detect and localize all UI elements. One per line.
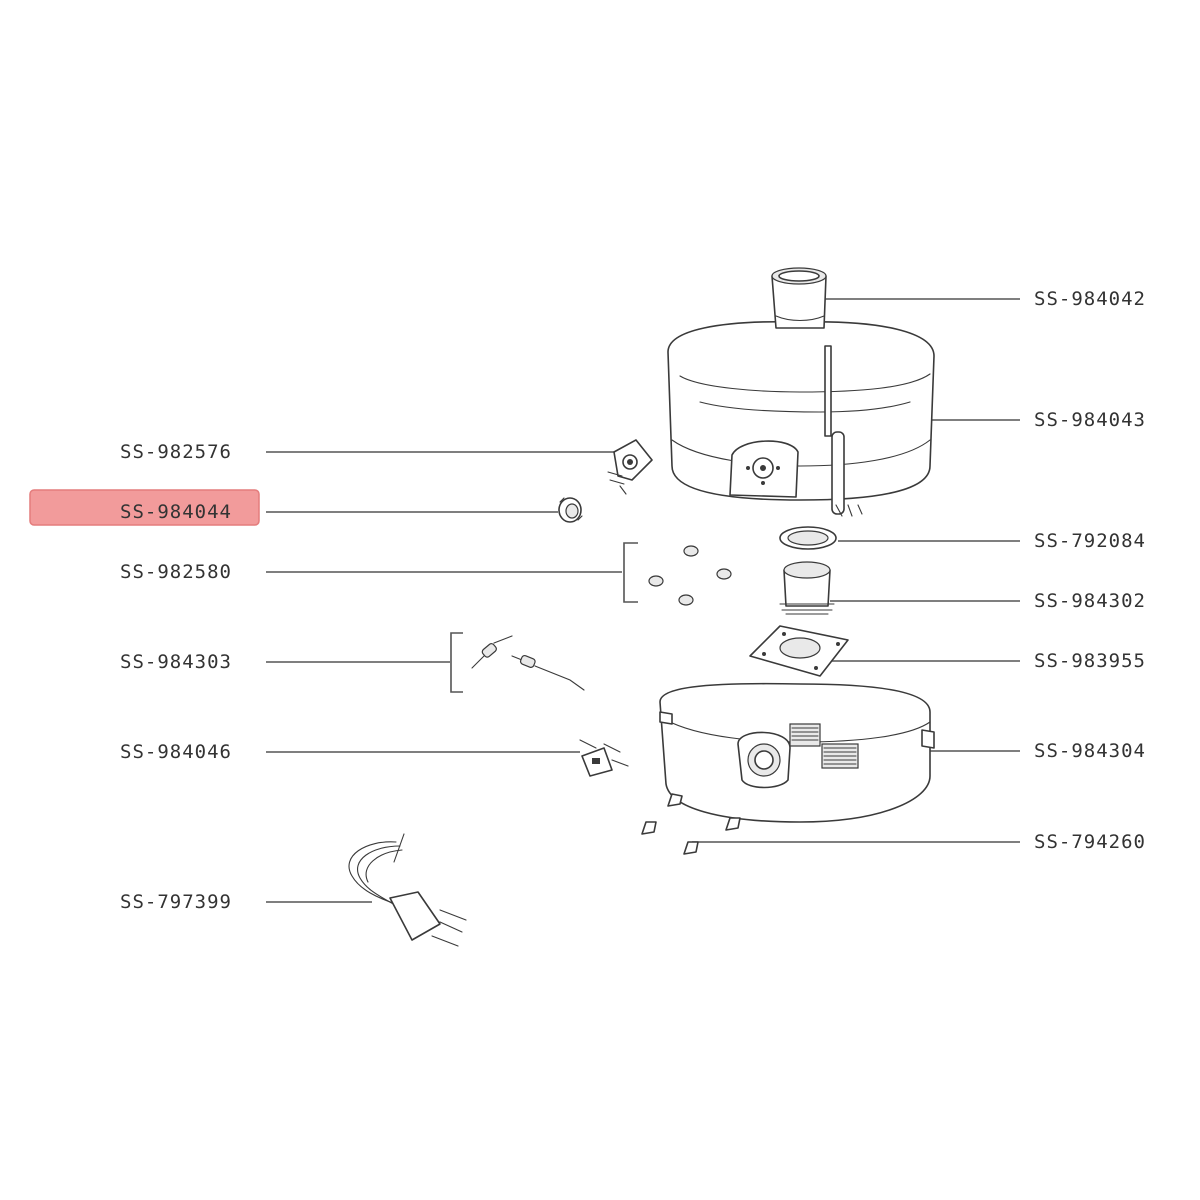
retaining-clips-part bbox=[641, 793, 741, 855]
part-label-ss-984043[interactable]: SS-984043 bbox=[1034, 409, 1146, 431]
sealing-ring-part bbox=[779, 526, 837, 550]
bracket-ss-982580 bbox=[623, 542, 638, 603]
grommet-part bbox=[558, 497, 583, 523]
part-label-ss-984303[interactable]: SS-984303 bbox=[120, 651, 232, 673]
part-label-ss-984302[interactable]: SS-984302 bbox=[1034, 590, 1146, 612]
part-label-ss-794260[interactable]: SS-794260 bbox=[1034, 831, 1146, 853]
upper-tank-part bbox=[667, 320, 935, 517]
bracket-ss-984303 bbox=[450, 632, 463, 693]
power-cord-part bbox=[348, 833, 467, 947]
part-label-ss-982576[interactable]: SS-982576 bbox=[120, 441, 232, 463]
base-housing-part bbox=[659, 682, 935, 823]
part-label-ss-984042[interactable]: SS-984042 bbox=[1034, 288, 1146, 310]
part-label-ss-984304[interactable]: SS-984304 bbox=[1034, 740, 1146, 762]
selected-part-highlight bbox=[29, 489, 260, 526]
top-nozzle-part bbox=[771, 267, 827, 329]
thermal-fuses-part bbox=[471, 635, 585, 691]
part-label-ss-792084[interactable]: SS-792084 bbox=[1034, 530, 1146, 552]
part-label-ss-797399[interactable]: SS-797399 bbox=[120, 891, 232, 913]
terminal-connector-part bbox=[579, 739, 629, 777]
part-label-ss-982580[interactable]: SS-982580 bbox=[120, 561, 232, 583]
part-label-ss-984044[interactable]: SS-984044 bbox=[120, 501, 232, 523]
gasket-plate-part bbox=[749, 625, 849, 677]
switch-part bbox=[607, 439, 653, 495]
transducer-cup-part bbox=[779, 561, 835, 615]
part-label-ss-984046[interactable]: SS-984046 bbox=[120, 741, 232, 763]
rubber-feet-part bbox=[648, 545, 732, 606]
part-label-ss-983955[interactable]: SS-983955 bbox=[1034, 650, 1146, 672]
